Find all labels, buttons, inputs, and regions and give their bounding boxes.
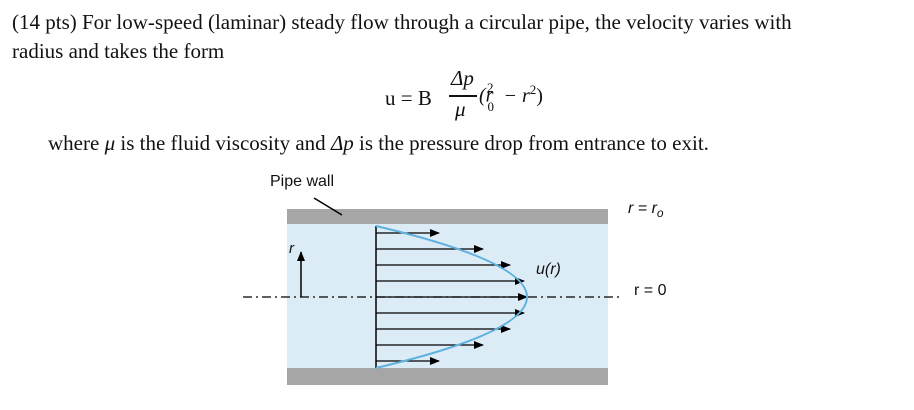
r-superscript: 2 — [529, 82, 537, 97]
pressure-drop-symbol: Δp — [330, 131, 354, 155]
r0-sub: o — [656, 206, 664, 221]
equation-radius-term: (r02 − r2) — [479, 80, 551, 114]
minus-r: − r — [498, 84, 530, 107]
r0-subscript: 0 — [487, 98, 494, 114]
line3-part-b: is the fluid viscosity and — [115, 131, 331, 155]
equation-numerator: Δp — [451, 66, 474, 90]
fluid-region — [287, 224, 608, 368]
viscosity-symbol: μ — [104, 131, 116, 155]
r0-superscript: 2 — [486, 80, 494, 95]
problem-statement-line-1: (14 pts) For low-speed (laminar) steady … — [12, 10, 792, 34]
fraction-bar — [449, 95, 477, 97]
paren-close: ) — [536, 84, 543, 107]
pipe-wall-label: Pipe wall — [270, 173, 335, 190]
velocity-profile-curve — [375, 225, 528, 369]
velocity-profile-label: u(r) — [536, 261, 561, 278]
pipe-wall-top — [287, 209, 608, 224]
equation-lhs: u = B — [385, 86, 432, 110]
r-axis-label: r — [289, 240, 294, 257]
pipe-wall-pointer — [313, 197, 343, 216]
paren-open-r: (r — [479, 84, 494, 107]
line3-part-c: is the pressure drop from entrance to ex… — [353, 131, 709, 155]
r-equals-zero-label: r = 0 — [634, 282, 667, 299]
r-equals-text: r = r — [628, 200, 657, 217]
line3-part-a: where — [48, 131, 105, 155]
problem-statement-line-2: radius and takes the form — [12, 39, 225, 63]
problem-statement-line-3: where μ is the fluid viscosity and Δp is… — [48, 131, 709, 156]
pipe-wall-bottom — [287, 368, 608, 385]
r-equals-r0-label: r = ro — [628, 200, 664, 220]
equation-denominator: μ — [455, 97, 466, 121]
